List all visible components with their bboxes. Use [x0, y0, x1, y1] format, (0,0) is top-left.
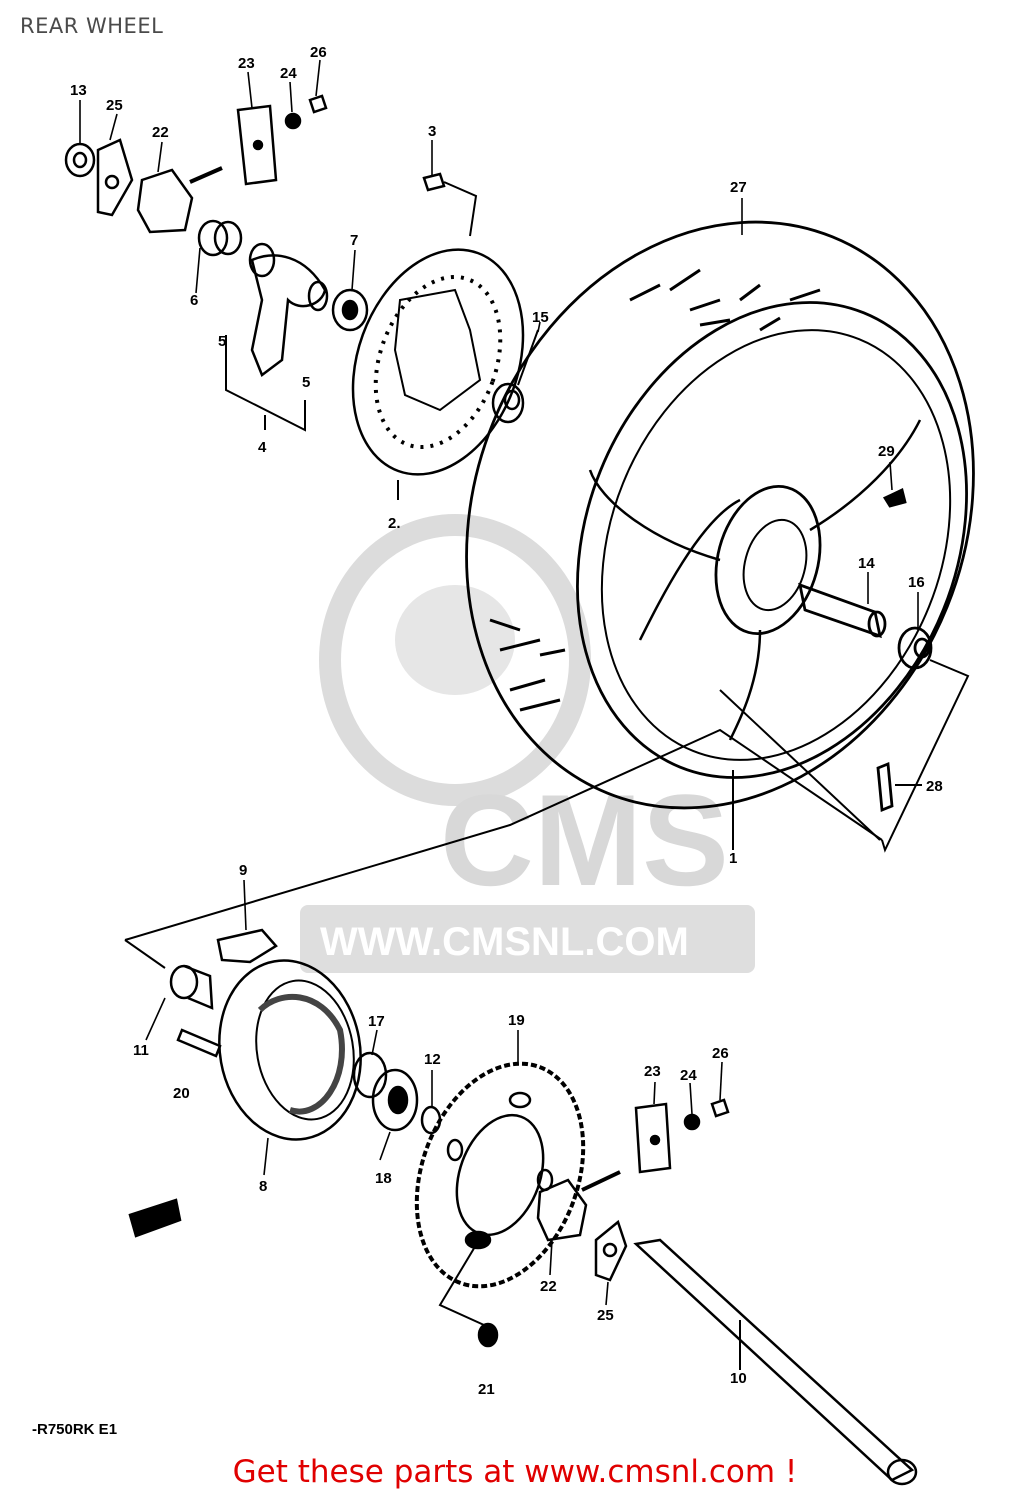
callout-10: 10 [730, 1370, 747, 1387]
part-22-adjuster-block [136, 168, 194, 234]
part-23-plate-lower [634, 1102, 672, 1174]
leader-lines [79, 59, 919, 1306]
front-direction-arrow [128, 1198, 182, 1238]
part-8-sprocket-carrier [218, 959, 362, 1141]
callout-18: 18 [375, 1170, 392, 1187]
upper-assembly [64, 94, 539, 500]
part-27-tyre [465, 220, 975, 810]
part-20-bolt [176, 1028, 222, 1058]
callout-15: 15 [532, 309, 549, 326]
part-22-adjuster-block-lower [536, 1178, 588, 1242]
callout-7: 7 [350, 232, 358, 249]
callout-14: 14 [858, 555, 875, 572]
part-25-adjuster-plate [96, 138, 134, 217]
callout-21: 21 [478, 1381, 495, 1398]
part-28-balance-weight [876, 762, 894, 812]
callout-23: 23 [238, 55, 255, 72]
callout-26-lower: 26 [712, 1045, 729, 1062]
part-callouts: 13 25 22 23 24 26 3 6 7 5 5 4 2. 15 27 2… [32, 44, 943, 1438]
callout-5a: 5 [218, 333, 226, 350]
callout-24: 24 [280, 65, 297, 82]
callout-6: 6 [190, 292, 198, 309]
part-1-rim [576, 301, 968, 779]
watermark-url: WWW.CMSNL.COM [320, 920, 689, 964]
part-2-brake-disc [351, 248, 525, 476]
part-24-lower [683, 1113, 701, 1131]
callout-25-lower: 25 [597, 1307, 614, 1324]
callout-5b: 5 [302, 374, 310, 391]
callout-27: 27 [730, 179, 747, 196]
watermark: CMS WWW.CMSNL.COM [300, 514, 755, 973]
part-23-plate [236, 104, 278, 186]
callout-22: 22 [152, 124, 169, 141]
part-25-adjuster-plate-lower [594, 1219, 628, 1282]
part-26-lower [710, 1098, 730, 1118]
part-9-damper [216, 928, 278, 964]
part-29-valve [882, 488, 907, 508]
callout-13: 13 [70, 82, 87, 99]
model-code: -R750RK E1 [32, 1421, 117, 1438]
callout-3: 3 [428, 123, 436, 140]
lower-assembly [128, 928, 918, 1486]
part-13-nut [64, 142, 96, 178]
callout-29: 29 [878, 443, 895, 460]
callout-9: 9 [239, 862, 247, 879]
callout-25: 25 [106, 97, 123, 114]
callout-20: 20 [173, 1085, 190, 1102]
callout-2: 2. [388, 515, 401, 532]
part-18-bearing [371, 1068, 419, 1132]
watermark-logo: CMS [440, 767, 729, 913]
part-1-hub [714, 485, 822, 635]
callout-22-lower: 22 [540, 1278, 557, 1295]
part-26 [308, 94, 328, 114]
watermark-mascot [319, 514, 591, 806]
callout-23-lower: 23 [644, 1063, 661, 1080]
part-7-spacer [331, 288, 369, 332]
part-6-collar [197, 219, 229, 257]
callout-19: 19 [508, 1012, 525, 1029]
callout-8: 8 [259, 1178, 267, 1195]
part-15-bearing [491, 382, 525, 424]
callout-24-lower: 24 [680, 1067, 697, 1084]
page-title: REAR WHEEL [20, 14, 164, 38]
part-24 [284, 112, 302, 130]
callout-4: 4 [258, 439, 267, 456]
callout-26: 26 [310, 44, 327, 61]
part-19-sprocket [414, 1061, 586, 1289]
callout-1: 1 [729, 850, 737, 867]
callout-12: 12 [424, 1051, 441, 1068]
part-21-nut [477, 1322, 499, 1348]
part-3-disc-bolt [422, 172, 446, 192]
callout-16: 16 [908, 574, 925, 591]
part-10-axle [633, 1238, 915, 1482]
callout-11: 11 [133, 1042, 149, 1059]
part-17-bearing [352, 1051, 388, 1099]
part-4-caliper-bracket [250, 254, 327, 377]
part-16-bearing [897, 626, 933, 670]
callout-28: 28 [926, 778, 943, 795]
callout-17: 17 [368, 1013, 385, 1030]
footer-shop-link[interactable]: Get these parts at www.cmsnl.com ! [232, 1454, 798, 1490]
rear-wheel [124, 220, 975, 969]
